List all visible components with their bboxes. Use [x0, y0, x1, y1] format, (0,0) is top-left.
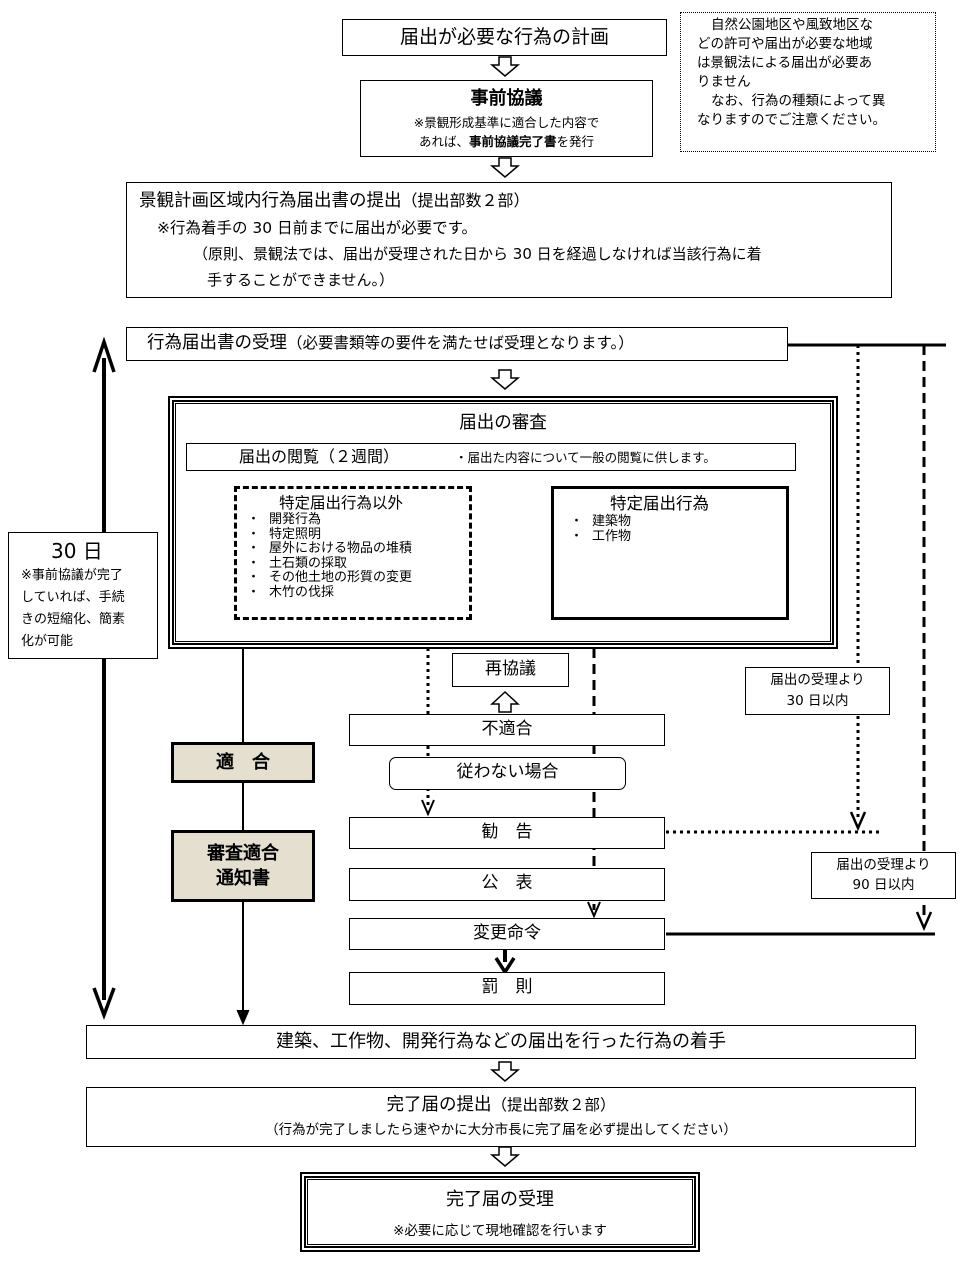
conform-box: 適 合 [171, 742, 315, 783]
conform-notice-box: 審査適合 通知書 [171, 830, 315, 902]
hollow-arrow-1 [489, 56, 521, 77]
side-note-box: 自然公園地区や風致地区な どの許可や届出が必要な地域 は景観法による届出が必要あ… [680, 12, 936, 152]
other-acts-list: 開発行為特定照明屋外における物品の堆積土石類の採取その他土地の形質の変更木竹の伐… [247, 512, 469, 601]
thirty-days-note3: きの短縮化、簡素 [21, 612, 126, 627]
side-note-line4: りません [697, 74, 751, 90]
change-order-label: 変更命令 [473, 923, 541, 943]
review-box: 届出の審査 届出の閲覧（２週間） ・届出た内容について一般の閲覧に供します。 特… [168, 396, 838, 649]
review-title: 届出の審査 [459, 413, 547, 433]
within-90-box: 届出の受理より 90 日以内 [811, 852, 956, 899]
specified-acts-title: 特定届出行為 [610, 494, 709, 513]
thirty-day-arrow-top [92, 336, 116, 373]
hollow-arrow-2 [489, 157, 521, 178]
conform-notice-line1: 審査適合 [207, 843, 279, 864]
nonconform-box: 不適合 [349, 714, 665, 746]
hollow-arrow-5 [489, 1146, 521, 1167]
receipt-box: 行為届出書の受理（必要書類等の要件を満たせば受理となります。） [126, 327, 788, 361]
conform-notice-line2: 通知書 [216, 868, 270, 889]
pre-consult-title: 事前協議 [470, 88, 543, 109]
other-acts-box: 特定届出行為以外 開発行為特定照明屋外における物品の堆積土石類の採取その他土地の… [234, 486, 472, 620]
hollow-arrow-3 [489, 369, 521, 390]
inspection-box: 届出の閲覧（２週間） ・届出た内容について一般の閲覧に供します。 [186, 443, 796, 471]
within-90-line2: 90 日以内 [852, 877, 915, 893]
thirty-days-note4: 化が可能 [21, 634, 74, 649]
list-item: 土石類の採取 [247, 556, 469, 572]
within-30-line1: 届出の受理より [770, 672, 865, 688]
thirty-day-arrow-bottom [92, 987, 116, 1021]
submission-line3: 手することができません。） [207, 271, 395, 289]
inspection-note: ・届出た内容について一般の閲覧に供します。 [455, 450, 716, 465]
plan-box: 届出が必要な行為の計画 [342, 19, 667, 56]
conform-label: 適 合 [216, 752, 270, 773]
pre-consult-note2: あれば、事前協議完了書を発行 [418, 134, 595, 149]
completion-box: 完了届の提出（提出部数２部） （行為が完了しましたら速やかに大分市長に完了届を必… [86, 1087, 916, 1147]
publication-label: 公 表 [481, 873, 533, 893]
nonconform-label: 不適合 [481, 719, 533, 739]
thirty-days-note1: ※事前協議が完了 [21, 568, 123, 583]
within-30-box: 届出の受理より 30 日以内 [745, 667, 890, 715]
penalty-box: 罰 則 [349, 972, 665, 1005]
thirty-days-title: 30 日 [51, 539, 103, 563]
advice-label: 勧 告 [481, 822, 533, 842]
penalty-arrow [494, 957, 516, 976]
specified-acts-box: 特定届出行為 建築物工作物 [551, 486, 789, 620]
submission-box: 景観計画区域内行為届出書の提出（提出部数２部） ※行為着手の 30 日前までに届… [126, 182, 892, 298]
publication-box: 公 表 [349, 868, 665, 901]
list-item: 開発行為 [247, 512, 469, 528]
within-30-line2: 30 日以内 [786, 693, 849, 709]
completion-title: 完了届の提出（提出部数２部） [386, 1095, 616, 1115]
completion-receipt-note: ※必要に応じて現地確認を行います [393, 1223, 607, 1239]
start-label: 建築、工作物、開発行為などの届出を行った行為の着手 [276, 1031, 726, 1052]
list-item: 屋外における物品の堆積 [247, 541, 469, 557]
specified-acts-list: 建築物工作物 [566, 514, 786, 545]
not-follow-box: 従わない場合 [389, 757, 626, 790]
list-item: 建築物 [570, 514, 786, 530]
completion-note: （行為が完了しましたら速やかに大分市長に完了届を必ず提出してください） [265, 1122, 737, 1138]
receipt-title: 行為届出書の受理 [147, 333, 287, 353]
hollow-arrow-up [490, 690, 520, 713]
inspection-title: 届出の閲覧（２週間） [239, 447, 400, 466]
submission-line2: （原則、景観法では、届出が受理された日から 30 日を経過しなければ当該行為に着 [193, 245, 762, 263]
thirty-days-note2: していれば、手続 [21, 590, 125, 605]
reconsult-box: 再協議 [452, 653, 569, 687]
receipt-suffix: （必要書類等の要件を満たせば受理となります。） [287, 334, 634, 352]
list-item: 工作物 [570, 529, 786, 545]
change-order-box: 変更命令 [349, 918, 665, 950]
completion-receipt-title: 完了届の受理 [446, 1189, 554, 1210]
side-note-line6: なりますのでご注意ください。 [697, 112, 886, 128]
side-note-line5: なお、行為の種類によって異 [711, 93, 886, 109]
thirty-days-box: 30 日 ※事前協議が完了 していれば、手続 きの短縮化、簡素 化が可能 [8, 532, 158, 659]
list-item: 木竹の伐採 [247, 585, 469, 601]
pre-consult-note1: ※景観形成基準に適合した内容で [413, 115, 600, 130]
advice-box: 勧 告 [349, 817, 665, 849]
side-note-line2: どの許可や届出が必要な地域 [697, 36, 873, 52]
side-note-line3: は景観法による届出が必要あ [697, 55, 873, 71]
start-box: 建築、工作物、開発行為などの届出を行った行為の着手 [86, 1025, 916, 1059]
submission-line1: ※行為着手の 30 日前までに届出が必要です。 [157, 219, 478, 237]
completion-receipt-box: 完了届の受理 ※必要に応じて現地確認を行います [300, 1172, 700, 1252]
list-item: 特定照明 [247, 527, 469, 543]
plan-label: 届出が必要な行為の計画 [399, 26, 609, 48]
not-follow-label: 従わない場合 [456, 762, 559, 782]
other-acts-title: 特定届出行為以外 [279, 494, 404, 512]
hollow-arrow-4 [489, 1061, 521, 1082]
side-note-line1: 自然公園地区や風致地区な [711, 17, 873, 33]
within-90-line1: 届出の受理より [836, 857, 931, 873]
penalty-label: 罰 則 [481, 977, 533, 997]
pre-consult-box: 事前協議 ※景観形成基準に適合した内容で あれば、事前協議完了書を発行 [360, 80, 653, 157]
reconsult-label: 再協議 [485, 659, 536, 679]
list-item: その他土地の形質の変更 [247, 570, 469, 586]
submission-title: 景観計画区域内行為届出書の提出（提出部数２部） [139, 191, 530, 211]
